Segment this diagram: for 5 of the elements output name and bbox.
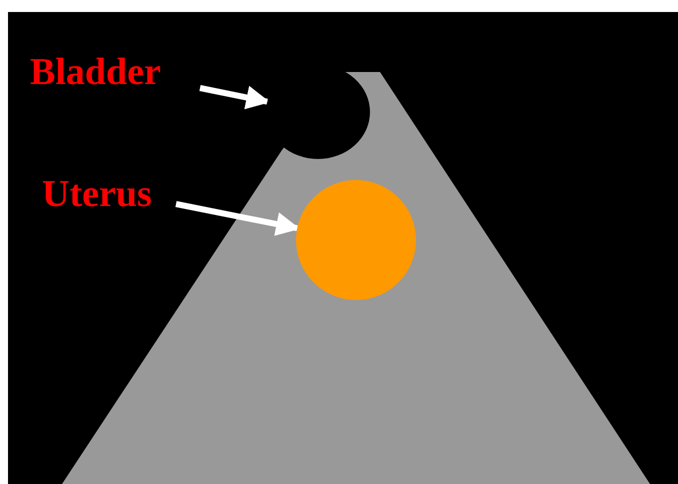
organ-label: Bladder bbox=[30, 52, 180, 94]
organ-label: Uterus bbox=[42, 174, 172, 216]
uterus-circle bbox=[296, 180, 416, 300]
leader-arrow bbox=[199, 85, 270, 110]
leader-arrow bbox=[175, 201, 300, 236]
